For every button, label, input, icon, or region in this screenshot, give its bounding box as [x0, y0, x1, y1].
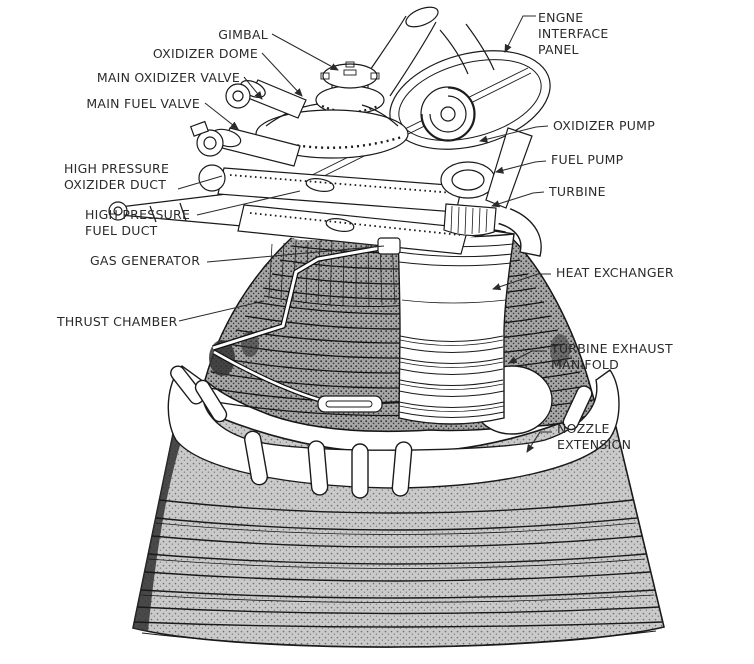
leader-main-oxidizer-valve: [243, 76, 263, 100]
label-gas-generator: GAS GENERATOR: [90, 253, 201, 268]
leader-thrust-chamber: [178, 300, 265, 322]
leader-turbine: [490, 191, 545, 208]
high-pressure-oxidizer-duct-illustration: [198, 164, 463, 213]
leader-hp-fuel-duct: [196, 190, 301, 216]
label-high-pressure-oxidizer-duct: HIGH PRESSURE OXIZIDER DUCT: [64, 161, 170, 192]
leader-oxidizer-dome: [261, 52, 303, 97]
top-ducts: [305, 6, 532, 184]
label-turbine: TURBINE: [549, 184, 606, 199]
label-oxidizer-pump: OXIDIZER PUMP: [553, 118, 655, 133]
leader-lines: [177, 15, 552, 453]
powerhead-illustration: [108, 6, 551, 255]
leader-engine-interface-panel: [504, 15, 536, 53]
label-high-pressure-fuel-duct: HIGH PRESSURE FUEL DUCT: [85, 207, 191, 238]
label-thrust-chamber: THRUST CHAMBER: [57, 314, 178, 329]
leader-turbine-exhaust-manifold: [508, 350, 546, 364]
label-main-oxidizer-valve: MAIN OXIDIZER VALVE: [96, 70, 240, 85]
leader-heat-exchanger: [492, 273, 551, 291]
heat-exchanger-bellows: [398, 335, 505, 419]
label-fuel-pump: FUEL PUMP: [551, 152, 624, 167]
label-oxidizer-dome: OXIDIZER DOME: [152, 46, 258, 61]
leader-gimbal: [271, 33, 339, 71]
gas-generator-pipes: [212, 244, 387, 403]
leader-hp-oxidizer-duct: [177, 175, 223, 190]
label-turbine-exhaust-manifold: TURBINE EXHAUST MANIFOLD: [551, 341, 673, 372]
turbine-exhaust-manifold-illustration: [167, 365, 620, 499]
label-main-fuel-valve: MAIN FUEL VALVE: [86, 96, 200, 111]
label-heat-exchanger: HEAT EXCHANGER: [556, 265, 674, 280]
leader-fuel-pump: [494, 160, 547, 174]
label-engine-interface-panel: ENGNE INTERFACE PANEL: [538, 10, 609, 57]
leader-nozzle-extension: [526, 431, 552, 453]
leader-gas-generator: [206, 245, 385, 263]
fuel-pump-illustration: [440, 161, 496, 199]
main-oxidizer-valve-illustration: [225, 79, 307, 119]
leader-oxidizer-pump: [478, 125, 549, 143]
high-pressure-fuel-duct-illustration: [237, 204, 469, 255]
manifold-straps: [170, 365, 593, 499]
outrigger-arm: [108, 192, 243, 227]
label-gimbal: GIMBAL: [218, 27, 268, 42]
oxidizer-pump-illustration: [420, 86, 476, 142]
leader-main-fuel-valve: [204, 102, 239, 130]
main-fuel-valve-illustration: [189, 120, 301, 167]
turbine-illustration: [443, 127, 533, 237]
gas-generator-illustration: [377, 237, 401, 255]
label-nozzle-extension: NOZZLE EXTENSION: [557, 421, 632, 452]
